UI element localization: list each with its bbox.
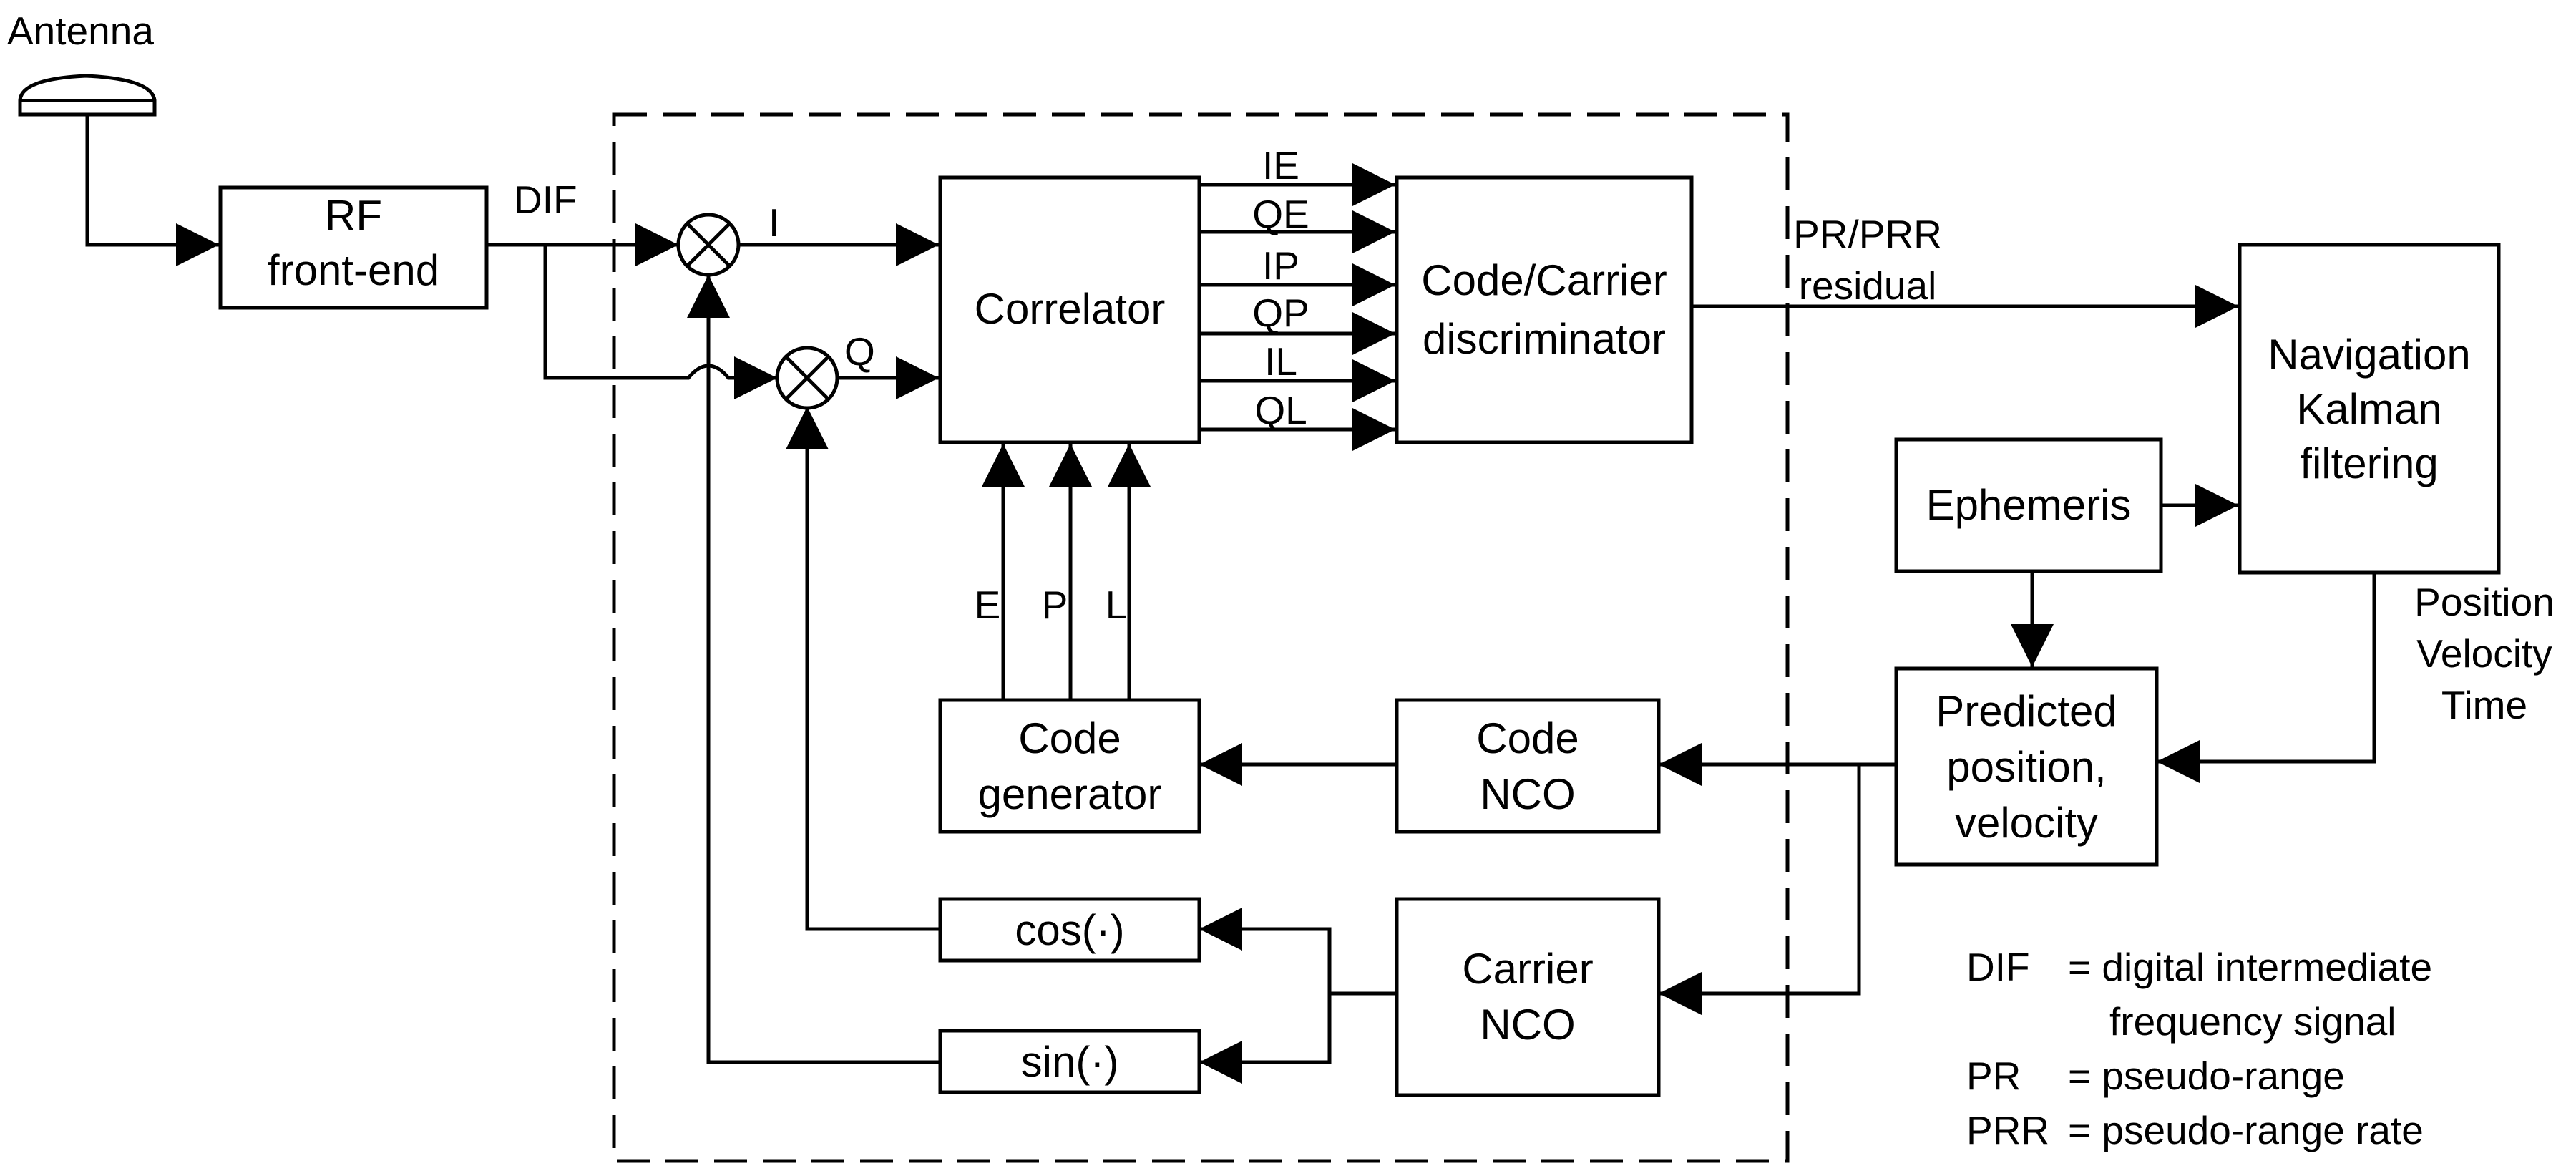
svg-text:Kalman: Kalman <box>2296 385 2441 433</box>
antenna-label: Antenna <box>7 9 154 53</box>
code-nco-block: Code NCO <box>1395 698 1661 834</box>
carrier-nco-block: Carrier NCO <box>1395 897 1661 1097</box>
correlator-block: Correlator <box>938 175 1201 444</box>
legend-dif-def-cont: frequency signal <box>2109 999 2396 1044</box>
code-generator-block: Code generator <box>938 698 1201 834</box>
legend-prr-abbr: PRR <box>1966 1108 2049 1152</box>
early-label: E <box>975 583 1001 627</box>
svg-text:Code: Code <box>1018 714 1121 762</box>
svg-text:velocity: velocity <box>1955 799 2098 847</box>
ephemeris-block: Ephemeris <box>1894 437 2163 573</box>
svg-text:Navigation: Navigation <box>2268 331 2471 379</box>
correlator-output-label: QP <box>1252 291 1309 335</box>
correlator-output-label: QL <box>1254 388 1307 432</box>
discriminator-block: Code/Carrier discriminator <box>1395 175 1694 444</box>
svg-text:NCO: NCO <box>1480 1001 1575 1049</box>
svg-text:Predicted: Predicted <box>1936 687 2117 735</box>
cos-block: cos(·) <box>938 897 1201 963</box>
svg-text:discriminator: discriminator <box>1423 315 1666 363</box>
sin-block: sin(·) <box>938 1029 1201 1094</box>
kalman-filter-block: Navigation Kalman filtering <box>2238 243 2501 575</box>
pr-prr-residual-label: residual <box>1799 263 1937 308</box>
svg-text:RF: RF <box>325 192 382 240</box>
abbreviation-legend: DIF = digital intermediate frequency sig… <box>1966 945 2432 1152</box>
predicted-position-block: Predicted position, velocity <box>1894 666 2159 867</box>
prompt-label: P <box>1042 583 1068 627</box>
svg-text:NCO: NCO <box>1480 770 1575 818</box>
antenna-icon <box>18 74 157 117</box>
svg-text:generator: generator <box>978 770 1162 818</box>
svg-text:Correlator: Correlator <box>975 285 1166 333</box>
tracking-loop-boundary <box>612 112 1790 1163</box>
legend-dif-def: = digital intermediate <box>2068 945 2432 989</box>
svg-text:sin(·): sin(·) <box>1021 1038 1119 1086</box>
pvt-label: Position <box>2414 580 2555 624</box>
svg-text:Ephemeris: Ephemeris <box>1926 481 2132 529</box>
correlator-output-label: IE <box>1262 143 1299 188</box>
pr-prr-residual-label: PR/PRR <box>1793 212 1942 256</box>
q-label: Q <box>844 329 875 374</box>
mixer-q-icon <box>775 346 839 410</box>
rf-front-end-block: RF front-end <box>218 185 489 310</box>
svg-text:cos(·): cos(·) <box>1015 906 1124 954</box>
correlator-output-label: QE <box>1252 192 1309 236</box>
correlator-output-label: IL <box>1264 339 1297 384</box>
legend-pr-def: = pseudo-range <box>2068 1054 2345 1098</box>
wires <box>85 115 2376 1084</box>
correlator-output-label: IP <box>1262 243 1299 288</box>
dif-label: DIF <box>514 178 577 222</box>
svg-text:Code: Code <box>1476 714 1579 762</box>
svg-text:position,: position, <box>1946 743 2106 791</box>
mixer-i-icon <box>676 213 741 277</box>
legend-pr-abbr: PR <box>1966 1054 2021 1098</box>
svg-text:filtering: filtering <box>2300 439 2438 487</box>
svg-text:Code/Carrier: Code/Carrier <box>1421 256 1667 304</box>
i-label: I <box>769 200 779 245</box>
pvt-label: Time <box>2441 683 2527 727</box>
legend-dif-abbr: DIF <box>1966 945 2030 989</box>
legend-prr-def: = pseudo-range rate <box>2068 1108 2424 1152</box>
pvt-label: Velocity <box>2416 631 2552 676</box>
svg-text:front-end: front-end <box>268 246 439 294</box>
late-label: L <box>1106 583 1128 627</box>
svg-text:Carrier: Carrier <box>1462 945 1593 993</box>
